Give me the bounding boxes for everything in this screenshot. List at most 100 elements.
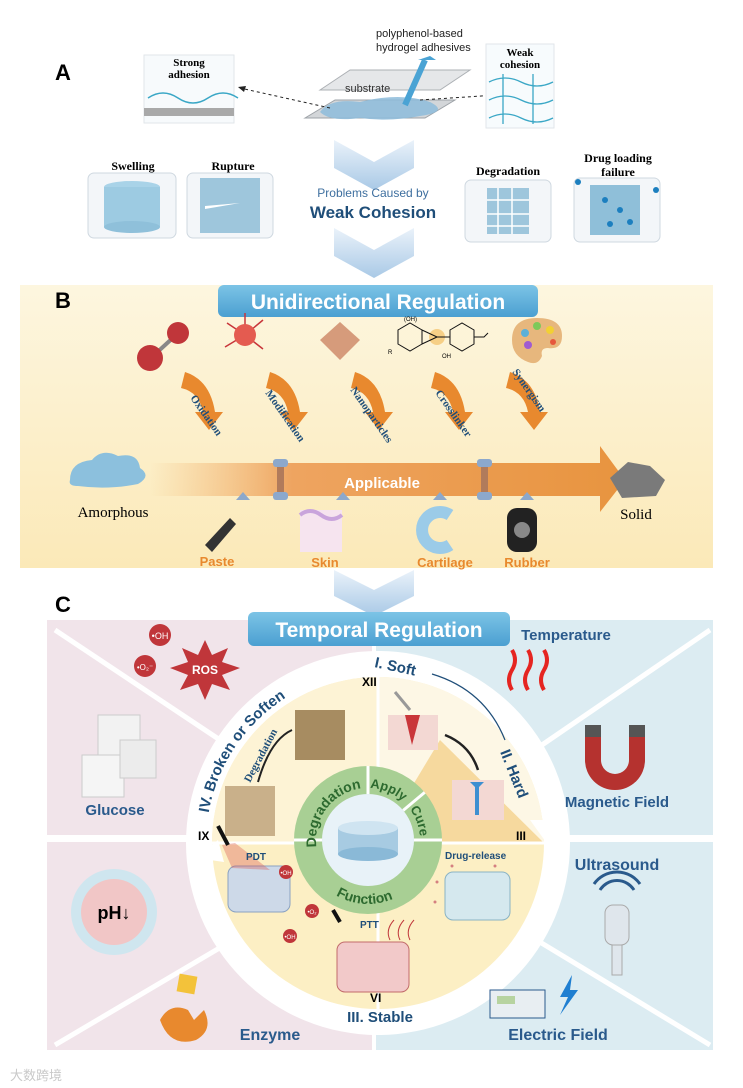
title-banner xyxy=(218,285,538,317)
hydrogel-blob-icon xyxy=(69,452,146,488)
application-markers xyxy=(236,492,534,500)
applicable-range-markers xyxy=(273,459,492,500)
stage-stable: III. Stable xyxy=(347,1009,413,1026)
porous-scaffold-icon xyxy=(225,710,345,836)
hydrogel-pdt-icon xyxy=(216,825,291,913)
drug-release-label: Drug-release xyxy=(445,851,507,862)
stimulus-ph: pH↓ xyxy=(98,903,131,923)
application-paste: Paste xyxy=(200,554,235,569)
clock-vi: VI xyxy=(370,991,381,1005)
arrow-icon xyxy=(257,729,293,783)
paste-tube-icon xyxy=(205,518,236,552)
injection-wound-icon xyxy=(388,691,438,750)
problem-drug-loading-failure: Drug loading failure xyxy=(573,151,661,243)
cured-wound-icon xyxy=(452,780,504,820)
strong-adhesion-inset: Strong adhesion xyxy=(143,54,239,124)
sugar-cubes-icon xyxy=(81,714,157,798)
panel-label-c: C xyxy=(55,592,71,617)
svg-text:(OH): (OH) xyxy=(404,317,417,323)
panel-label-b: B xyxy=(55,288,71,313)
arrow-head xyxy=(530,820,565,845)
state-amorphous: Amorphous xyxy=(78,505,149,521)
modified-nanoparticle-icon xyxy=(224,313,264,350)
svg-text:•O₂⁻: •O₂⁻ xyxy=(137,663,153,672)
substrate-hydrogel: substrate polyphenol-based hydrogel adhe… xyxy=(238,28,499,120)
svg-text:adhesion: adhesion xyxy=(168,69,210,81)
chevron-down-icon xyxy=(334,228,414,278)
stimulus-electric-field: Electric Field xyxy=(508,1027,608,1044)
hydrogel-ptt-icon xyxy=(331,908,415,993)
problems-emphasis: Weak Cohesion xyxy=(310,203,436,222)
oxygen-molecule-icon xyxy=(137,322,189,371)
cartilage-icon xyxy=(416,506,454,554)
panel-label-a: A xyxy=(55,60,71,85)
problem-swelling: Swelling xyxy=(87,159,177,239)
svg-text:substrate: substrate xyxy=(345,83,390,95)
stimulus-temperature: Temperature xyxy=(521,627,611,644)
electric-device-icon xyxy=(489,975,578,1019)
stimulus-ultrasound: Ultrasound xyxy=(575,857,659,874)
svg-text:OH: OH xyxy=(442,354,451,360)
title-banner xyxy=(248,612,510,646)
svg-text:•OH: •OH xyxy=(152,631,169,641)
stimulus-glucose: Glucose xyxy=(85,802,144,819)
pdt-label: PDT xyxy=(246,852,266,863)
problems-title: Problems Caused by xyxy=(317,186,428,200)
svg-text:Degradation: Degradation xyxy=(476,164,540,178)
panel-a: A Strong adhesion substrate polyphenol-b… xyxy=(55,28,661,278)
watermark: 大数跨境 xyxy=(10,1068,62,1083)
heat-waves-icon xyxy=(507,648,549,692)
svg-text:ROS: ROS xyxy=(192,663,218,677)
application-rubber: Rubber xyxy=(504,555,550,570)
problem-degradation: Degradation xyxy=(464,164,552,243)
svg-text:Drug loading: Drug loading xyxy=(584,151,652,165)
chevron-down-icon xyxy=(334,570,414,616)
state-solid: Solid xyxy=(620,507,652,523)
tire-icon xyxy=(507,508,537,552)
crosslinker-structure-icon: (OH) OH R xyxy=(388,317,489,360)
arrow-label: Applicable xyxy=(344,475,420,492)
panel-b: B Unidirectional Regulation (OH) OH R xyxy=(20,285,713,570)
clock-ix: IX xyxy=(198,829,209,843)
radicals: •OH •O₂ •OH xyxy=(279,865,319,943)
arrow-icon xyxy=(444,733,480,771)
skin-icon xyxy=(298,509,344,552)
svg-text:cohesion: cohesion xyxy=(500,59,540,71)
svg-text:Rupture: Rupture xyxy=(211,159,255,173)
ultrasound-probe-icon xyxy=(592,870,642,976)
svg-text:polyphenol-based: polyphenol-based xyxy=(376,28,463,40)
strategy-arrows xyxy=(181,372,548,430)
svg-text:Swelling: Swelling xyxy=(111,159,154,173)
svg-text:R: R xyxy=(388,350,393,356)
stimulus-enzyme: Enzyme xyxy=(240,1027,301,1044)
enzyme-icon xyxy=(160,973,208,1042)
progression-arrow xyxy=(150,446,625,512)
rock-icon xyxy=(610,462,665,498)
stimulus-magnetic-field: Magnetic Field xyxy=(565,794,669,811)
application-cartilage: Cartilage xyxy=(417,555,473,570)
clock-xii: XII xyxy=(362,675,377,689)
svg-text:hydrogel adhesives: hydrogel adhesives xyxy=(376,42,471,54)
hydrogel-disc-icon xyxy=(338,821,398,861)
palette-icon xyxy=(512,318,562,364)
svg-text:•OH: •OH xyxy=(280,871,291,877)
svg-text:•OH: •OH xyxy=(284,935,295,941)
clock-iii: III xyxy=(516,829,526,843)
svg-text:Weak: Weak xyxy=(507,47,535,59)
ptt-label: PTT xyxy=(360,920,379,931)
svg-text:Strong: Strong xyxy=(173,57,205,69)
hydrogel-drug-release-icon xyxy=(433,864,511,921)
panel-c-title: Temporal Regulation xyxy=(275,619,482,642)
arrow-head xyxy=(196,840,224,862)
weak-cohesion-inset: Weak cohesion xyxy=(485,43,555,129)
magnet-icon xyxy=(585,725,645,790)
chevron-down-icon xyxy=(334,140,414,190)
panel-c: C Temporal Regulation I. Soft II. Hard I… xyxy=(47,592,713,1050)
svg-text:failure: failure xyxy=(601,165,635,179)
ros-burst-icon: ROS •OH •O₂⁻ xyxy=(134,624,240,700)
nanoparticle-octahedron-icon xyxy=(320,322,360,360)
tumor-ph-icon xyxy=(71,869,157,955)
application-skin: Skin xyxy=(311,555,339,570)
problem-rupture: Rupture xyxy=(186,159,274,239)
